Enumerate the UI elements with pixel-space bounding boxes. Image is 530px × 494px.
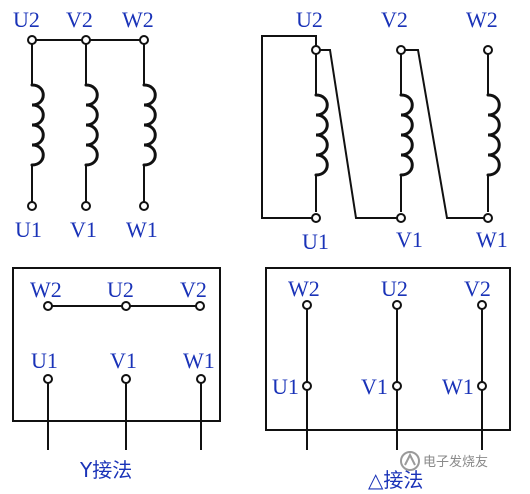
watermark-text: 电子发烧友 xyxy=(423,454,488,470)
terminal-u1 xyxy=(311,213,321,223)
caption-delta-connection: △接法 xyxy=(368,468,423,492)
terminal-w2 xyxy=(139,35,149,45)
label-u2: U2 xyxy=(107,277,134,302)
label-w1: W1 xyxy=(442,374,474,399)
winding-u-coil xyxy=(314,93,329,177)
label-v2: V2 xyxy=(381,7,408,32)
winding-w-coil xyxy=(486,93,501,177)
label-w2: W2 xyxy=(122,7,154,32)
terminal-w1 xyxy=(196,374,206,384)
terminal-w1 xyxy=(483,213,493,223)
delta-link-w2-v1 xyxy=(405,49,484,219)
label-w2: W2 xyxy=(288,276,320,301)
label-v1: V1 xyxy=(396,227,423,252)
terminal-u2 xyxy=(121,301,131,311)
label-v2: V2 xyxy=(180,277,207,302)
delta-outer-loop xyxy=(261,35,317,219)
label-u2: U2 xyxy=(13,7,40,32)
winding-v-coil xyxy=(84,83,99,167)
terminal-box-outline xyxy=(265,267,511,431)
label-u1: U1 xyxy=(302,229,329,254)
label-u1: U1 xyxy=(15,217,42,242)
terminal-u1 xyxy=(43,374,53,384)
terminal-v1 xyxy=(392,381,402,391)
terminal-w1 xyxy=(139,201,149,211)
label-u2: U2 xyxy=(296,7,323,32)
terminal-v2 xyxy=(477,300,487,310)
terminal-v1 xyxy=(81,201,91,211)
terminal-u2 xyxy=(27,35,37,45)
label-w2: W2 xyxy=(30,277,62,302)
delta-link-v2-u1 xyxy=(320,49,397,219)
terminal-v2 xyxy=(81,35,91,45)
terminal-w1 xyxy=(477,381,487,391)
winding-u-coil xyxy=(30,83,45,167)
label-v1: V1 xyxy=(110,348,137,373)
label-w1: W1 xyxy=(126,217,158,242)
watermark-logo-icon xyxy=(400,451,420,471)
label-v1: V1 xyxy=(361,374,388,399)
terminal-u2 xyxy=(392,300,402,310)
label-w2: W2 xyxy=(466,7,498,32)
label-u1: U1 xyxy=(272,374,299,399)
label-v2: V2 xyxy=(464,276,491,301)
label-w1: W1 xyxy=(183,348,215,373)
delta-winding-panel: U2 V2 W2 U1 V1 W1 xyxy=(261,7,508,254)
terminal-box-outline xyxy=(12,267,221,422)
watermark-logo-mark xyxy=(404,452,416,466)
terminal-v1 xyxy=(396,213,406,223)
terminal-w2 xyxy=(302,300,312,310)
terminal-v2 xyxy=(195,301,205,311)
terminal-v2 xyxy=(396,45,406,55)
terminal-w2 xyxy=(43,301,53,311)
terminal-u1 xyxy=(302,381,312,391)
label-u2: U2 xyxy=(381,276,408,301)
label-u1: U1 xyxy=(31,348,58,373)
watermark: 电子发烧友 xyxy=(400,451,488,471)
star-terminal-board: W2 U2 V2 U1 V1 W1 Y接法 xyxy=(12,267,221,482)
winding-v-coil xyxy=(399,93,414,177)
terminal-u2 xyxy=(311,45,321,55)
label-v1: V1 xyxy=(70,217,97,242)
terminal-v1 xyxy=(121,374,131,384)
label-v2: V2 xyxy=(66,7,93,32)
terminal-u1 xyxy=(27,201,37,211)
terminal-w2 xyxy=(483,45,493,55)
delta-terminal-board: W2 U2 V2 U1 V1 W1 △接法 xyxy=(265,267,511,492)
caption-star-connection: Y接法 xyxy=(79,458,132,482)
label-w1: W1 xyxy=(476,227,508,252)
winding-w-coil xyxy=(142,83,157,167)
star-winding-panel: U2 V2 W2 U1 V1 W1 xyxy=(13,7,158,242)
